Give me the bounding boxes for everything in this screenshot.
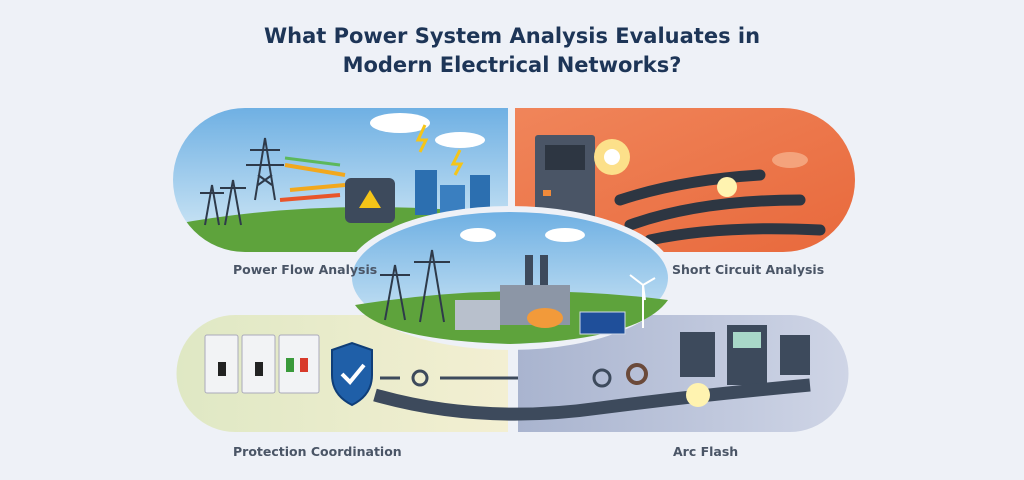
label-arc-flash: Arc Flash xyxy=(673,444,739,459)
lightning-icon xyxy=(415,124,429,153)
lightning-icon xyxy=(450,149,464,176)
page-title: What Power System Analysis Evaluates in … xyxy=(0,22,1024,80)
smokestack-icon xyxy=(525,255,533,295)
transmission-tower-icon xyxy=(380,249,450,323)
title-line-2: Modern Electrical Networks? xyxy=(342,53,682,77)
gear-icon xyxy=(626,363,648,385)
solar-panel-icon xyxy=(579,311,626,335)
gear-icon xyxy=(592,368,612,388)
label-short-circuit-analysis: Short Circuit Analysis xyxy=(672,262,825,277)
short-circuit-panel xyxy=(515,108,855,252)
circuit-breaker-icon xyxy=(204,334,320,394)
warning-icon xyxy=(359,190,381,208)
shield-check-icon xyxy=(331,341,373,407)
damaged-cable-icon xyxy=(614,169,826,246)
label-power-flow-analysis: Power Flow Analysis xyxy=(233,262,378,277)
wind-turbine-icon xyxy=(629,274,656,328)
gear-icon xyxy=(411,369,429,387)
control-panel-icon xyxy=(680,332,715,377)
transmission-tower-icon xyxy=(200,137,284,226)
label-protection-coordination: Protection Coordination xyxy=(233,444,402,459)
arc-flash-icon xyxy=(686,383,710,407)
arc-flash-panel xyxy=(373,315,849,432)
power-plant-center xyxy=(345,206,675,350)
cable-icon xyxy=(373,378,811,421)
title-line-1: What Power System Analysis Evaluates in xyxy=(263,24,761,48)
spark-icon xyxy=(717,177,737,197)
